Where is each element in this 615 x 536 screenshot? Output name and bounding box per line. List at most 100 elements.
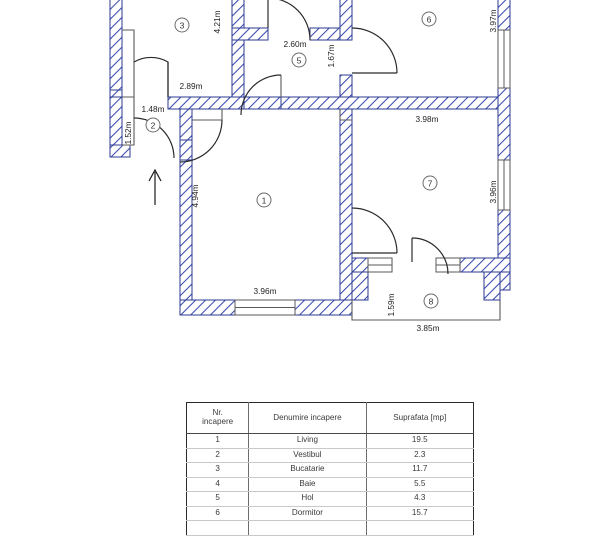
cell-nr: 4 xyxy=(185,476,250,492)
dimension-label: 1.52m xyxy=(123,121,133,144)
cell-area: 2.3 xyxy=(365,447,475,463)
room-number-bubbles: 3 2 5 6 1 7 8 xyxy=(145,11,439,309)
column-header-nr-line1: Nr. xyxy=(212,408,223,418)
wall-room4-right-vert xyxy=(339,0,353,41)
wall-exterior-left-upper xyxy=(109,0,123,98)
room-bubble-6: 6 xyxy=(421,11,437,27)
door-living-entry xyxy=(179,119,223,163)
table-header: Nr. incapere Denumire incapere Suprafata… xyxy=(185,402,475,434)
cell-area: 5.5 xyxy=(365,476,475,492)
wall-main-horizontal xyxy=(280,96,511,110)
line-living-inner-right xyxy=(339,109,352,121)
wall-balcony-left-stub xyxy=(351,271,369,301)
room-number-5: 5 xyxy=(297,56,302,66)
dimension-label: 3.96m xyxy=(253,286,276,296)
room-bubble-2: 2 xyxy=(145,117,161,133)
cell-nr: 1 xyxy=(185,433,250,449)
dimension-label: 3.85m xyxy=(416,323,439,333)
door-balcony xyxy=(411,237,449,275)
cell-name: Bucatarie xyxy=(248,462,367,478)
dimension-label: 3.96m xyxy=(488,180,498,203)
door-kitchen xyxy=(133,56,169,97)
wall-balcony-right-stub xyxy=(483,271,501,301)
line-kitchen-left-inner xyxy=(122,29,135,97)
door-vestibul xyxy=(133,117,175,159)
wall-kitchen-bottom xyxy=(167,96,251,110)
room-bubble-3: 3 xyxy=(174,17,190,33)
cell-area: 11.7 xyxy=(365,462,475,478)
cell-nr: 6 xyxy=(185,505,250,521)
cell-area: 15.7 xyxy=(365,505,475,521)
room-number-2: 2 xyxy=(151,121,156,131)
dimension-label: 3.97m xyxy=(488,9,498,32)
wall-vestibul-bottom-return xyxy=(109,144,131,158)
room-bubble-5: 5 xyxy=(291,52,307,68)
wall-living-right xyxy=(339,108,353,301)
dimension-label: 2.89m xyxy=(179,81,202,91)
room-bubble-7: 7 xyxy=(422,175,438,191)
column-header-nr: Nr. incapere xyxy=(185,402,250,434)
cell-name: Hol xyxy=(248,491,367,507)
door-hall-living xyxy=(240,74,282,116)
wall-exterior-right-upper xyxy=(497,0,511,31)
dimension-label: 1.67m xyxy=(326,44,336,67)
cell-area: 19.5 xyxy=(365,433,475,449)
dimension-label: 4.94m xyxy=(190,184,200,207)
doors-group xyxy=(133,0,449,275)
column-header-area: Suprafata [mp] xyxy=(365,402,475,434)
wall-vestibul-top-stub xyxy=(109,89,123,98)
cell-clipped xyxy=(365,520,475,536)
room-number-8: 8 xyxy=(429,297,434,307)
wall-living-bottom-left xyxy=(179,299,236,316)
dimension-labels: 4.21m 2.89m 1.48m 1.52m 2.60m 1.67m 3.97… xyxy=(123,9,498,333)
door-room4 xyxy=(267,0,311,41)
cell-area: 4.3 xyxy=(365,491,475,507)
dimension-label: 2.60m xyxy=(283,39,306,49)
wall-living-bottom-right xyxy=(294,299,353,316)
dimension-label: 1.59m xyxy=(386,293,396,316)
floor-plan-svg: 3 2 5 6 1 7 8 xyxy=(109,0,511,333)
dimension-label: 1.48m xyxy=(141,104,164,114)
line-balcony-outline xyxy=(351,300,501,321)
windows-group xyxy=(234,29,511,316)
cell-nr: 2 xyxy=(185,447,250,463)
wall-vestibul-right-stub xyxy=(179,139,193,161)
line-vestibul-inner xyxy=(122,96,135,146)
table-row-partial xyxy=(185,520,475,536)
cell-clipped xyxy=(185,520,250,536)
dimension-label: 3.98m xyxy=(415,114,438,124)
wall-top-room4-left xyxy=(231,27,269,41)
door-room7 xyxy=(351,207,398,254)
room-bubble-1: 1 xyxy=(256,192,272,208)
cell-name: Living xyxy=(248,433,367,449)
room-schedule-table: Nr. incapere Denumire incapere Suprafata… xyxy=(185,402,475,536)
wall-room7-bottom-right xyxy=(459,257,511,273)
room-number-6: 6 xyxy=(427,15,432,25)
entrance-arrow xyxy=(148,168,162,205)
wall-hall-bottom-left xyxy=(243,96,282,110)
window-balcony-left xyxy=(367,257,393,273)
room-outline-lines xyxy=(122,29,501,321)
column-header-name: Denumire incapere xyxy=(248,402,367,434)
cell-name: Baie xyxy=(248,476,367,492)
dimension-label: 4.21m xyxy=(212,10,222,33)
window-room7-east xyxy=(497,159,511,211)
cell-clipped xyxy=(248,520,367,536)
room-number-3: 3 xyxy=(180,21,185,31)
floor-plan-drawing: 3 2 5 6 1 7 8 xyxy=(109,0,511,333)
window-bedroom6-east xyxy=(497,29,511,89)
cell-nr: 3 xyxy=(185,462,250,478)
table-header-row: Nr. incapere Denumire incapere Suprafata… xyxy=(185,402,475,434)
room-bubble-8: 8 xyxy=(423,293,439,309)
room-number-7: 7 xyxy=(428,179,433,189)
room-number-1: 1 xyxy=(262,196,267,206)
wall-exterior-right-upper2 xyxy=(497,87,511,161)
line-living-top-inner xyxy=(192,109,223,121)
